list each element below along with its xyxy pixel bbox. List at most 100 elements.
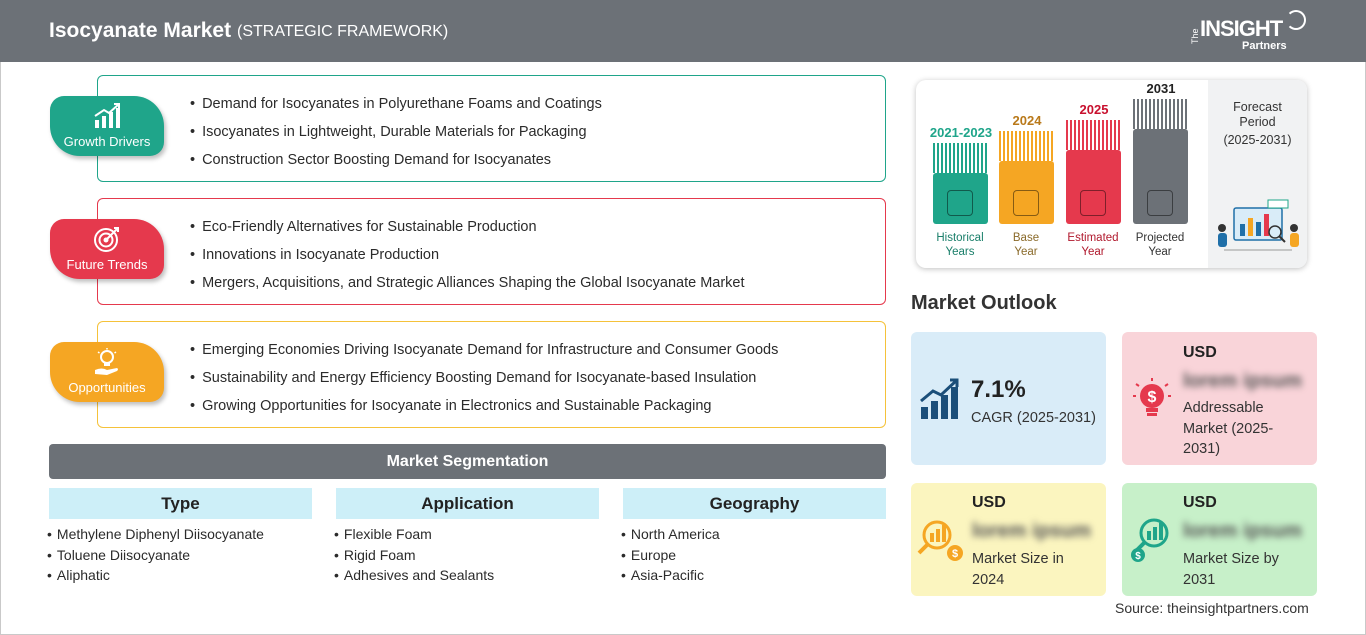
timeline-label: Year [1014, 246, 1038, 258]
addressable-currency: USD [1183, 344, 1217, 361]
list-item: Sustainability and Energy Efficiency Boo… [190, 369, 778, 397]
source-link[interactable]: Source: theinsightpartners.com [1115, 600, 1309, 616]
timeline-label: Historical [936, 232, 984, 244]
size-2031-value: lorem ipsum [1183, 520, 1302, 542]
segment-list-type: Methylene Diphenyl Diisocyanate Toluene … [47, 524, 264, 586]
timeline-bar [1066, 150, 1121, 224]
svg-text:$: $ [1148, 389, 1157, 406]
list-item: Toluene Diisocyanate [47, 545, 264, 566]
logo-partners: Partners [1242, 40, 1287, 52]
timeline-year: 2021-2023 [929, 125, 993, 140]
list-item: Construction Sector Boosting Demand for … [190, 151, 602, 179]
market-size-2031-card: $ USD lorem ipsum Market Size by 2031 [1122, 483, 1317, 596]
future-trends-list: Eco-Friendly Alternatives for Sustainabl… [190, 218, 745, 302]
timeline-label: Estimated [1067, 232, 1119, 244]
insight-partners-logo[interactable]: The INSIGHT Partners [1190, 10, 1308, 54]
segment-list-geography: North America Europe Asia-Pacific [621, 524, 720, 586]
page-subtitle: (STRATEGIC FRAMEWORK) [237, 23, 449, 40]
money-search-icon: $ [1131, 518, 1169, 562]
svg-text:$: $ [1135, 551, 1141, 562]
segment-list-application: Flexible Foam Rigid Foam Adhesives and S… [334, 524, 494, 586]
badge-label: Future Trends [66, 257, 148, 272]
timeline-bar [1133, 129, 1188, 224]
list-item: Aliphatic [47, 565, 264, 586]
size-2024-value: lorem ipsum [972, 520, 1091, 542]
list-item: Adhesives and Sealants [334, 565, 494, 586]
logo-insight: INSIGHT [1200, 16, 1283, 41]
segment-heading-geography: Geography [623, 488, 886, 519]
list-item: Mergers, Acquisitions, and Strategic All… [190, 274, 744, 302]
presentation-icon [1147, 190, 1173, 216]
timeline-bar [933, 173, 988, 224]
forecast-line1: Forecast [1233, 100, 1282, 114]
page-title: Isocyanate Market [49, 19, 232, 42]
list-item: Isocyanates in Lightweight, Durable Mate… [190, 123, 602, 151]
timeline-stripes [1066, 120, 1121, 150]
svg-text:$: $ [952, 548, 958, 560]
future-trends-badge: Future Trends [50, 219, 164, 279]
gear-chart-icon [1080, 190, 1106, 216]
opportunities-badge: Opportunities [50, 342, 164, 402]
forecast-period-panel: Forecast Period (2025-2031) [1208, 80, 1307, 268]
cagr-value: 7.1% [971, 376, 1026, 403]
history-icon [947, 190, 973, 216]
timeline-stripes [933, 143, 988, 173]
growth-drivers-list: Demand for Isocyanates in Polyurethane F… [190, 95, 602, 179]
list-item: Asia-Pacific [621, 565, 720, 586]
growth-drivers-box: Demand for Isocyanates in Polyurethane F… [97, 75, 886, 182]
list-item: Growing Opportunities for Isocyanate in … [190, 397, 778, 425]
timeline-bar [999, 161, 1054, 224]
timeline-stripes [999, 131, 1054, 161]
addressable-value: lorem ipsum [1183, 370, 1302, 392]
lightbulb-hand-icon [95, 348, 118, 375]
segment-heading-application: Application [336, 488, 599, 519]
list-item: North America [621, 524, 720, 545]
bar-growth-icon [94, 103, 120, 128]
list-item: Flexible Foam [334, 524, 494, 545]
logo-ring-icon [1286, 10, 1306, 30]
opportunities-box: Emerging Economies Driving Isocyanate De… [97, 321, 886, 428]
timeline-year: 2025 [1079, 102, 1109, 117]
timeline-label: Year [1081, 246, 1105, 258]
badge-label: Opportunities [68, 380, 146, 395]
list-item: Emerging Economies Driving Isocyanate De… [190, 341, 778, 369]
analytics-people-icon [1218, 199, 1299, 251]
size-2031-label: Market Size by 2031 [1183, 551, 1279, 588]
badge-label: Growth Drivers [63, 134, 151, 149]
size-2031-currency: USD [1183, 494, 1217, 511]
list-item: Methylene Diphenyl Diisocyanate [47, 524, 264, 545]
opportunities-list: Emerging Economies Driving Isocyanate De… [190, 341, 778, 425]
list-item: Eco-Friendly Alternatives for Sustainabl… [190, 218, 745, 246]
money-bulb-icon: $ [1133, 378, 1171, 416]
forecast-line3: (2025-2031) [1223, 133, 1292, 147]
list-item: Demand for Isocyanates in Polyurethane F… [190, 95, 602, 123]
timeline-label: Years [945, 246, 975, 258]
forecast-line2: Period [1239, 115, 1276, 129]
addressable-market-card: $ USD lorem ipsum Addressable Market (20… [1122, 332, 1317, 465]
cagr-card: 7.1% CAGR (2025-2031) [911, 332, 1106, 465]
market-outlook-title: Market Outlook [911, 292, 1057, 314]
bar-growth-icon [920, 378, 959, 419]
header-bar: Isocyanate Market (STRATEGIC FRAMEWORK) … [0, 0, 1366, 62]
list-item: Europe [621, 545, 720, 566]
size-2024-currency: USD [972, 494, 1006, 511]
cagr-label: CAGR (2025-2031) [971, 410, 1096, 426]
list-item: Rigid Foam [334, 545, 494, 566]
future-trends-box: Eco-Friendly Alternatives for Sustainabl… [97, 198, 886, 305]
timeline-year: 2024 [1012, 113, 1042, 128]
market-segmentation-bar: Market Segmentation [49, 444, 886, 479]
target-icon [94, 227, 119, 252]
segment-heading-type: Type [49, 488, 312, 519]
calendar-icon [1013, 190, 1039, 216]
logo-the: The [1190, 28, 1200, 44]
timeline-year: 2031 [1146, 81, 1176, 96]
market-size-2024-card: $ USD lorem ipsum Market Size in 2024 [911, 483, 1106, 596]
money-search-icon: $ [917, 520, 963, 561]
timeline-label: Projected [1135, 232, 1185, 244]
growth-drivers-badge: Growth Drivers [50, 96, 164, 156]
timeline-stripes [1133, 99, 1188, 129]
timeline-label: Year [1148, 246, 1172, 258]
list-item: Innovations in Isocyanate Production [190, 246, 745, 274]
timeline-label: Base [1012, 232, 1040, 244]
addressable-label: Addressable Market (2025-2031) [1183, 400, 1274, 457]
